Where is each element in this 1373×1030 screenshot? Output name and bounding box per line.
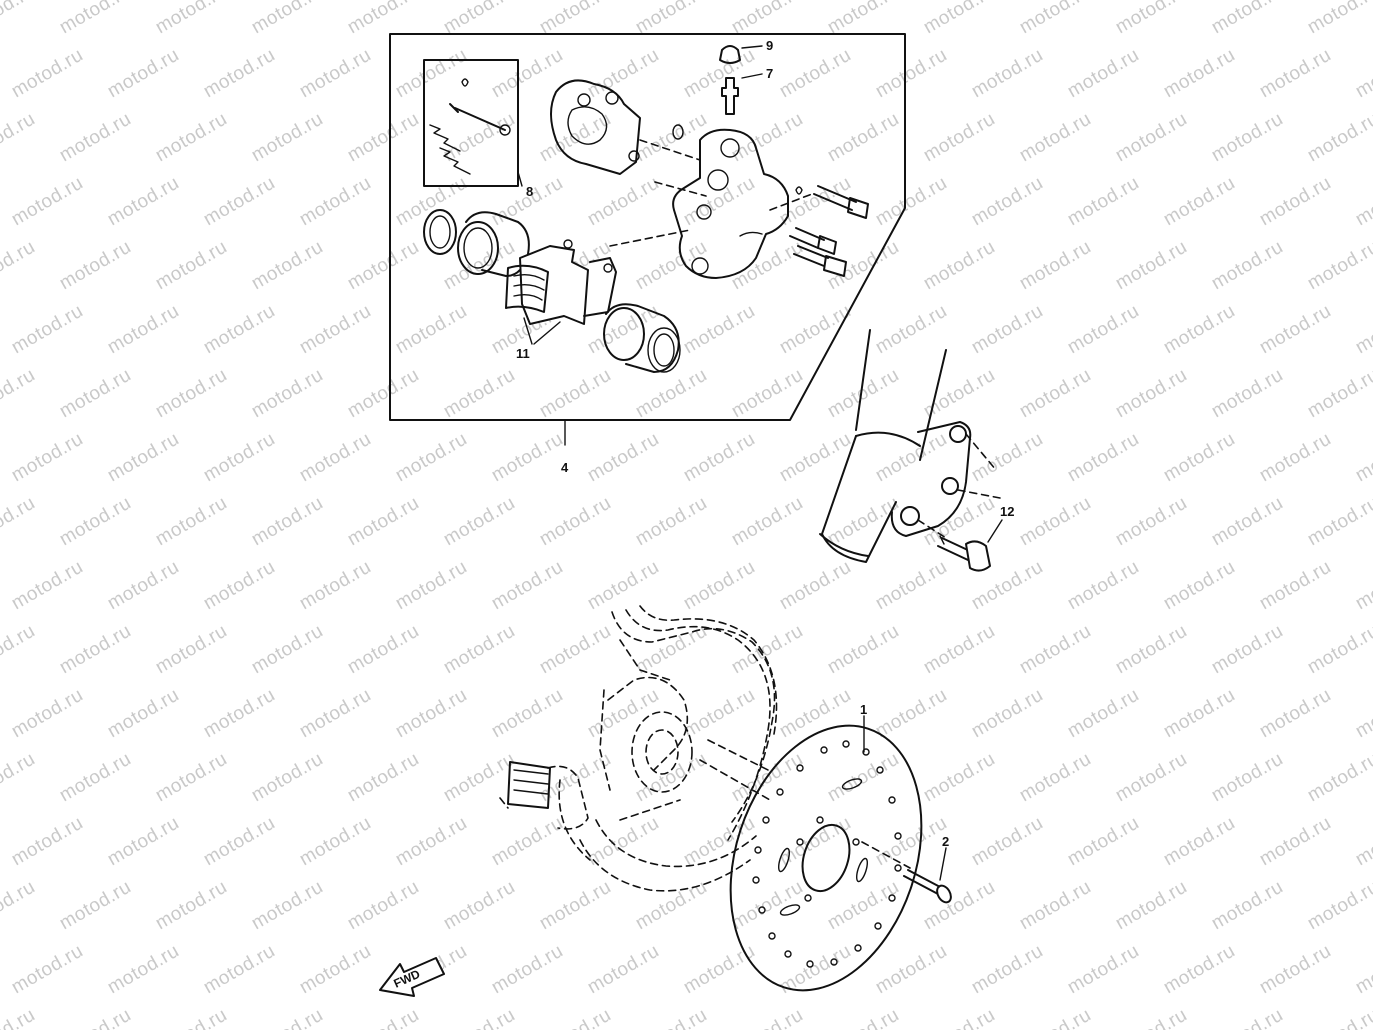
o-ring-small xyxy=(672,124,684,140)
callout-labels: 9 7 8 11 4 12 1 2 xyxy=(516,38,1014,849)
callout-2: 2 xyxy=(942,834,949,849)
caliper-assembly-frame xyxy=(389,33,906,446)
callout-9: 9 xyxy=(766,38,773,53)
disc-rim-holes xyxy=(752,740,902,968)
callout-11: 11 xyxy=(516,346,530,361)
bleed-cap-part-9 xyxy=(719,45,763,64)
callout-4: 4 xyxy=(561,460,569,475)
piston-seal-rings xyxy=(423,209,530,277)
caliper-body xyxy=(609,128,789,279)
pad-pin-kit-inset xyxy=(423,59,523,187)
callout-1: 1 xyxy=(860,702,867,717)
brake-disc-part-1 xyxy=(729,715,923,992)
callout-7: 7 xyxy=(766,66,773,81)
front-wheel-dashed xyxy=(558,605,778,892)
caliper-bracket xyxy=(550,79,701,175)
forward-direction-arrow: FWD xyxy=(379,957,445,997)
caliper-bolts xyxy=(769,185,869,277)
disc-bolt-part-2 xyxy=(861,841,952,904)
brake-pads-part-11 xyxy=(505,239,617,345)
piston-second xyxy=(603,303,681,373)
speedometer-drive xyxy=(499,761,589,830)
caliper-mount-bolt-part-12 xyxy=(937,519,1003,572)
bleed-screw-part-7 xyxy=(721,73,763,115)
callout-8: 8 xyxy=(526,184,533,199)
callout-12: 12 xyxy=(1000,504,1014,519)
front-fork-leg xyxy=(819,329,1001,563)
